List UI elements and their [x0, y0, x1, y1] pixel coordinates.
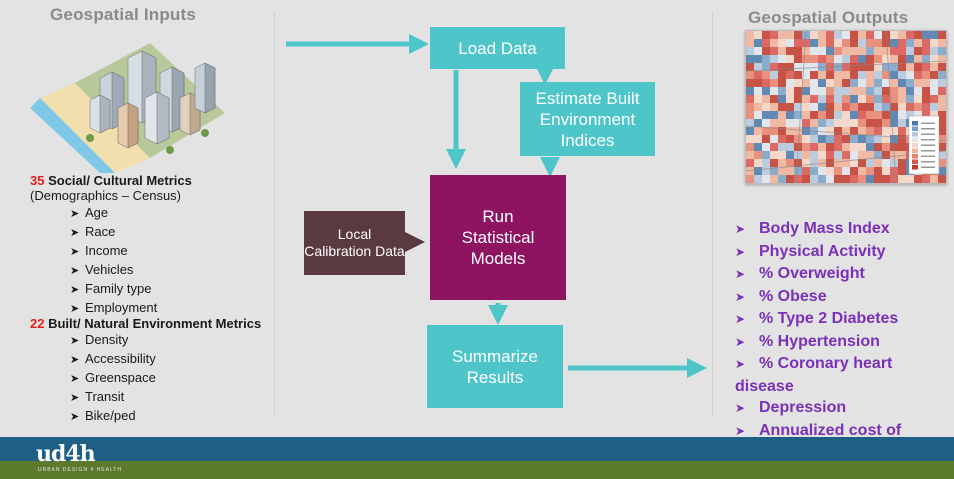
- outputs-header: Geospatial Outputs: [748, 8, 909, 27]
- built-metrics-title: 22 Built/ Natural Environment Metrics: [30, 316, 261, 331]
- list-item: ➤Employment: [70, 299, 157, 318]
- list-item: ➤Family type: [70, 280, 157, 299]
- arrow-bullet-icon: ➤: [735, 423, 746, 438]
- estimate-indices-label: Estimate Built Environment Indices: [535, 88, 640, 150]
- arrow-bullet-icon: ➤: [70, 265, 80, 277]
- arrow-bullet-icon: ➤: [735, 222, 746, 236]
- list-item: ➤Density: [70, 331, 156, 350]
- social-metrics-subtitle: (Demographics – Census): [30, 188, 182, 203]
- list-item: ➤Bike/ped: [70, 407, 156, 426]
- list-item: ➤Accessibility: [70, 350, 156, 369]
- arrow-bullet-icon: ➤: [735, 267, 746, 281]
- footer-bar-green: [0, 461, 954, 479]
- arrow-bullet-icon: ➤: [70, 354, 80, 366]
- list-item: ➤% Overweight: [735, 263, 935, 286]
- arrow-bullet-icon: ➤: [70, 335, 80, 347]
- list-item: ➤Vehicles: [70, 261, 157, 280]
- list-item: ➤% Coronary heart disease: [735, 355, 893, 395]
- ud4h-logo: ud4h: [36, 441, 96, 467]
- arrow-bullet-icon: ➤: [70, 411, 80, 423]
- social-metrics-count: 35: [30, 173, 45, 188]
- list-item: ➤Body Mass Index: [735, 218, 935, 241]
- arrow-bullet-icon: ➤: [70, 392, 80, 404]
- list-item: ➤% Hypertension: [735, 331, 935, 354]
- built-metrics-list: ➤Density ➤Accessibility ➤Greenspace ➤Tra…: [70, 331, 156, 426]
- run-models-box: Run Statistical Models: [430, 175, 566, 300]
- arrow-bullet-icon: ➤: [70, 284, 80, 296]
- list-item: ➤Transit: [70, 388, 156, 407]
- list-item: ➤% Obese: [735, 286, 935, 309]
- divider-left: [274, 12, 275, 417]
- ud4h-tagline: URBAN DESIGN 4 HEALTH: [38, 467, 122, 473]
- footer-bar-blue: [0, 437, 954, 461]
- list-item: ➤Race: [70, 223, 157, 242]
- arrow-bullet-icon: ➤: [735, 334, 746, 349]
- load-data-label: Load Data: [458, 38, 537, 58]
- arrow-bullet-icon: ➤: [735, 289, 746, 304]
- summarize-results-box: Summarize Results: [427, 325, 563, 408]
- outputs-list: ➤Body Mass Index ➤Physical Activity ➤% O…: [735, 218, 935, 464]
- list-item: ➤Income: [70, 242, 157, 261]
- load-data-box: Load Data: [430, 27, 565, 69]
- inputs-header: Geospatial Inputs: [50, 5, 197, 24]
- local-calibration-box: Local Calibration Data: [304, 211, 405, 275]
- run-models-label: Run Statistical Models: [461, 207, 535, 268]
- list-item: ➤Greenspace: [70, 369, 156, 388]
- local-calibration-label: Local Calibration Data: [304, 226, 405, 259]
- built-metrics-count: 22: [30, 316, 45, 331]
- arrow-bullet-icon: ➤: [70, 373, 80, 385]
- social-metrics-label: Social/ Cultural Metrics: [48, 173, 192, 188]
- list-item: ➤% Type 2 Diabetes: [735, 308, 935, 331]
- arrow-bullet-icon: ➤: [735, 357, 746, 371]
- city-illustration: [30, 43, 225, 173]
- arrow-bullet-icon: ➤: [735, 401, 746, 415]
- flow-connectors: [286, 34, 707, 378]
- built-metrics-label: Built/ Natural Environment Metrics: [48, 316, 262, 331]
- arrow-bullet-icon: ➤: [735, 312, 746, 326]
- arrow-bullet-icon: ➤: [70, 208, 80, 220]
- estimate-indices-box: Estimate Built Environment Indices: [520, 82, 655, 156]
- choropleth-map: [745, 30, 947, 184]
- divider-right: [712, 12, 713, 417]
- list-item: ➤Depression: [735, 397, 935, 420]
- list-item: ➤Physical Activity: [735, 241, 935, 264]
- arrow-bullet-icon: ➤: [70, 227, 80, 239]
- arrow-bullet-icon: ➤: [70, 303, 80, 315]
- arrow-bullet-icon: ➤: [70, 246, 80, 258]
- social-metrics-list: ➤Age ➤Race ➤Income ➤Vehicles ➤Family typ…: [70, 204, 157, 318]
- summarize-results-label: Summarize Results: [452, 346, 538, 387]
- arrow-bullet-icon: ➤: [735, 244, 746, 259]
- list-item: ➤Age: [70, 204, 157, 223]
- social-metrics-title: 35 Social/ Cultural Metrics: [30, 173, 192, 188]
